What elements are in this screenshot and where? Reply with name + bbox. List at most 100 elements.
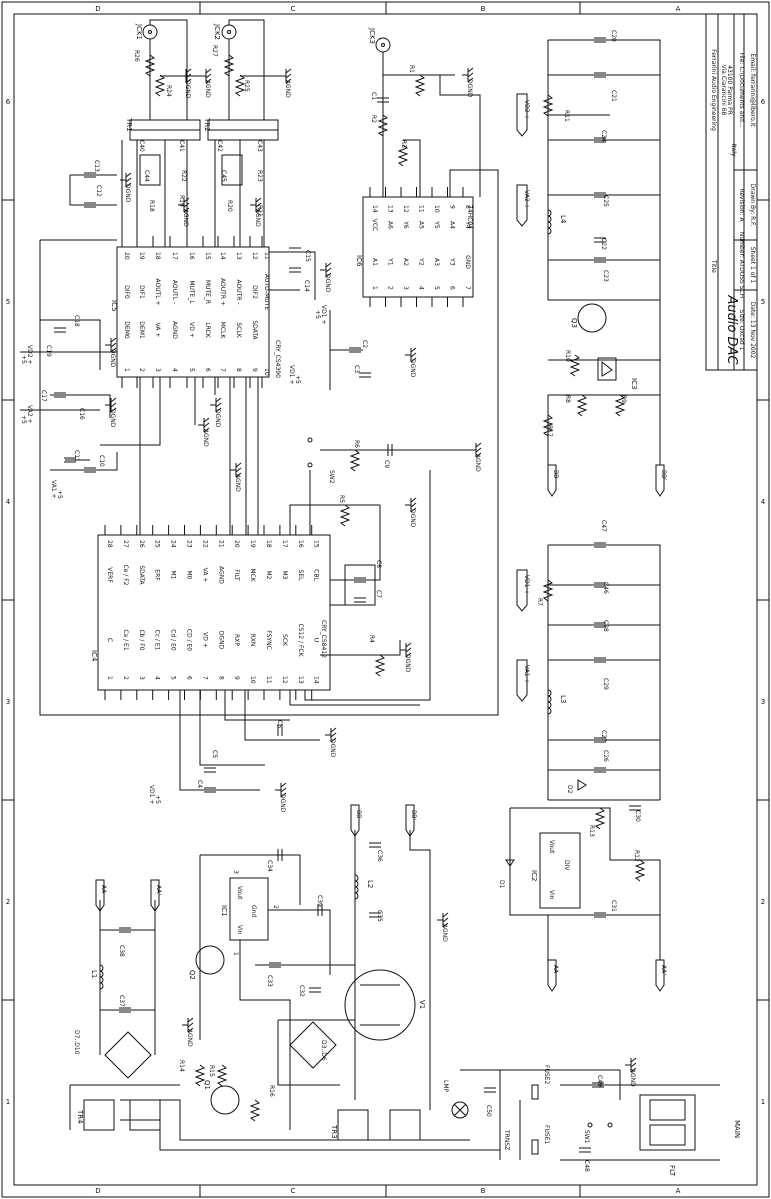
ground-label: AGND bbox=[474, 454, 481, 472]
ref-c45: C45 bbox=[220, 170, 227, 182]
ic4-pin-num: 2 bbox=[122, 676, 129, 680]
resistor-15 bbox=[570, 354, 580, 377]
svg-text:+5: +5 bbox=[314, 310, 321, 319]
svg-text:AA': AA' bbox=[155, 885, 162, 895]
svg-text:Vout: Vout bbox=[548, 840, 555, 854]
ic4-pin-num: 5 bbox=[170, 676, 177, 680]
ic5-pin-name: MCLK bbox=[219, 322, 226, 340]
svg-text:Vout: Vout bbox=[236, 886, 243, 900]
ref-r1: R1 bbox=[408, 65, 415, 73]
ic4-pin-num: 4 bbox=[154, 676, 161, 680]
ic4-pin-num: 16 bbox=[297, 540, 304, 548]
ic5-pin-num: 13 bbox=[235, 252, 242, 260]
ref-c7: C7 bbox=[375, 590, 382, 598]
svg-text:TR3: TR3 bbox=[330, 1124, 338, 1139]
ic4-pin-num: 15 bbox=[313, 540, 320, 548]
svg-text:3: 3 bbox=[761, 698, 765, 706]
flag-aap-left: AA' bbox=[150, 879, 162, 912]
ic4-pin-name: SEL bbox=[297, 570, 304, 582]
resistor-6 bbox=[398, 144, 408, 167]
ic5-pin-name: MUTE_L bbox=[188, 280, 195, 304]
ic5-pin-name: DIF2 bbox=[251, 285, 258, 299]
ref-c5: C5 bbox=[211, 750, 218, 758]
ic5-pin-num: 1 bbox=[123, 368, 130, 372]
ref-c9: C9 bbox=[383, 460, 390, 468]
resistor-17 bbox=[635, 859, 645, 882]
jck2-connector: JCK2 bbox=[213, 23, 237, 40]
svg-text:2: 2 bbox=[6, 898, 10, 906]
ref-c42: C42 bbox=[216, 140, 223, 152]
svg-text:DIV: DIV bbox=[563, 860, 570, 871]
d1-diode: D1 bbox=[498, 859, 515, 889]
svg-text:Q1: Q1 bbox=[203, 1080, 211, 1090]
ref-c48: C48 bbox=[583, 1160, 590, 1172]
ic6-pin-name: Y2 bbox=[418, 257, 425, 266]
capacitor-31 bbox=[368, 842, 382, 848]
svg-text:L4: L4 bbox=[559, 215, 567, 224]
ref-c15: C15 bbox=[304, 250, 311, 262]
ground-label: AGND bbox=[441, 924, 448, 942]
svg-text:VD2 +: VD2 + bbox=[523, 100, 530, 119]
svg-text:FLT: FLT bbox=[668, 1165, 676, 1177]
svg-text:FUSE1: FUSE1 bbox=[543, 1125, 550, 1144]
svg-text:TR4: TR4 bbox=[76, 1109, 84, 1124]
ic6-pin-name: A5 bbox=[418, 221, 425, 229]
ic6-pin-num: 12 bbox=[402, 205, 409, 213]
ref-c38: C38 bbox=[118, 945, 125, 957]
ic4-pin-name: RXP bbox=[233, 634, 240, 646]
svg-text:B: B bbox=[481, 1187, 486, 1195]
ic4-pin-name: M3 bbox=[281, 571, 288, 580]
ic4-pin-num: 26 bbox=[138, 540, 145, 548]
svg-text:1: 1 bbox=[761, 1098, 765, 1106]
ref-r25: R25 bbox=[243, 80, 250, 92]
svg-text:Via Ciarancini 68: Via Ciarancini 68 bbox=[720, 65, 727, 116]
ref-c44: C44 bbox=[143, 170, 150, 182]
svg-text:SW1: SW1 bbox=[583, 1130, 590, 1144]
svg-text:+5: +5 bbox=[20, 355, 27, 364]
ic4-pin-name: Cc / E1 bbox=[154, 630, 161, 651]
ground-label: DGND bbox=[109, 409, 116, 428]
ref-c30: C30 bbox=[634, 810, 641, 822]
ic4-pin-name: VA + bbox=[201, 568, 208, 583]
q3-transistor: Q3 bbox=[570, 303, 607, 333]
ic5-pin-num: 15 bbox=[204, 252, 211, 260]
resistor-16 bbox=[595, 807, 605, 830]
ref-c19: C19 bbox=[45, 345, 52, 357]
ref-r26: R26 bbox=[133, 50, 140, 62]
ref-c34: C34 bbox=[266, 860, 273, 872]
ground-label: DGND bbox=[404, 654, 411, 673]
ic5-pin-name: AOUTL + bbox=[154, 278, 161, 305]
ic4-pin-num: 11 bbox=[265, 676, 272, 684]
svg-text:A: A bbox=[676, 5, 681, 13]
svg-text:6: 6 bbox=[6, 98, 11, 106]
ic4-pin-num: 20 bbox=[233, 540, 240, 548]
ref-r18: R18 bbox=[148, 200, 155, 212]
flag-vd2-top: VD2 + bbox=[516, 93, 530, 137]
flag-bbp-right: BB' bbox=[655, 464, 667, 497]
l1-inductor: L1 bbox=[90, 964, 104, 990]
ic4-pin-name: RXN bbox=[249, 634, 256, 647]
l3-inductor: L3 bbox=[547, 689, 567, 715]
ground-label: AGND bbox=[629, 1069, 636, 1087]
svg-text:L2: L2 bbox=[366, 880, 374, 888]
svg-text:Number: ATDUSS SCH: Number: ATDUSS SCH bbox=[738, 232, 745, 298]
ground-label: DGND bbox=[109, 349, 116, 368]
svg-text:Q2: Q2 bbox=[188, 970, 196, 980]
ref-c4: C4 bbox=[196, 780, 203, 788]
resistor-20 bbox=[250, 1099, 260, 1122]
svg-text:TR2: TR2 bbox=[203, 117, 211, 132]
ref-c23: C23 bbox=[602, 270, 609, 282]
ref-c26: C26 bbox=[602, 750, 609, 762]
ic4-pin-num: 27 bbox=[122, 540, 129, 548]
ic6-pin-num: 1 bbox=[371, 286, 378, 290]
tr1-transformer-label: TR1 bbox=[125, 117, 133, 132]
ic5-pin-name: VA + bbox=[154, 323, 161, 338]
ic5-pin-num: 16 bbox=[188, 252, 195, 260]
ref-c13: C13 bbox=[93, 160, 100, 172]
ic6-pin-num: 3 bbox=[402, 286, 409, 290]
svg-text:2: 2 bbox=[272, 905, 279, 909]
svg-text:AA': AA' bbox=[660, 965, 667, 975]
ic6-pin-num: 5 bbox=[433, 286, 440, 290]
